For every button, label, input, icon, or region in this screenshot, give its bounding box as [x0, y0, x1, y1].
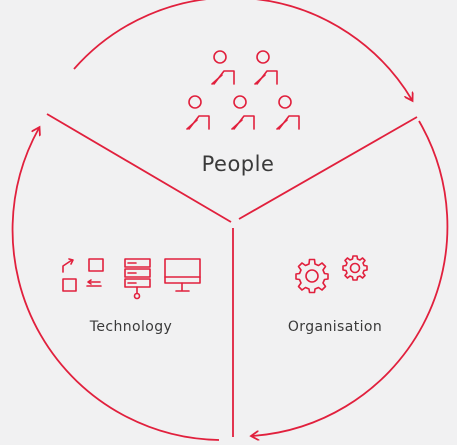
- divider-left: [46, 113, 232, 223]
- technology-label: Technology: [89, 319, 172, 335]
- cycle-arc-people-to-organisation: [73, 0, 412, 100]
- workflow-icon: [62, 258, 104, 292]
- gears-icon: [295, 255, 368, 294]
- divider-right: [238, 116, 418, 220]
- cycle-arc-organisation-to-technology: [252, 120, 449, 436]
- people-label: People: [202, 152, 275, 176]
- monitor-icon: [164, 258, 201, 292]
- organisation-label: Organisation: [288, 319, 382, 335]
- server-icon: [124, 258, 151, 300]
- people-group-icon: [186, 50, 300, 130]
- cycle-arc-technology-to-people: [11, 128, 220, 441]
